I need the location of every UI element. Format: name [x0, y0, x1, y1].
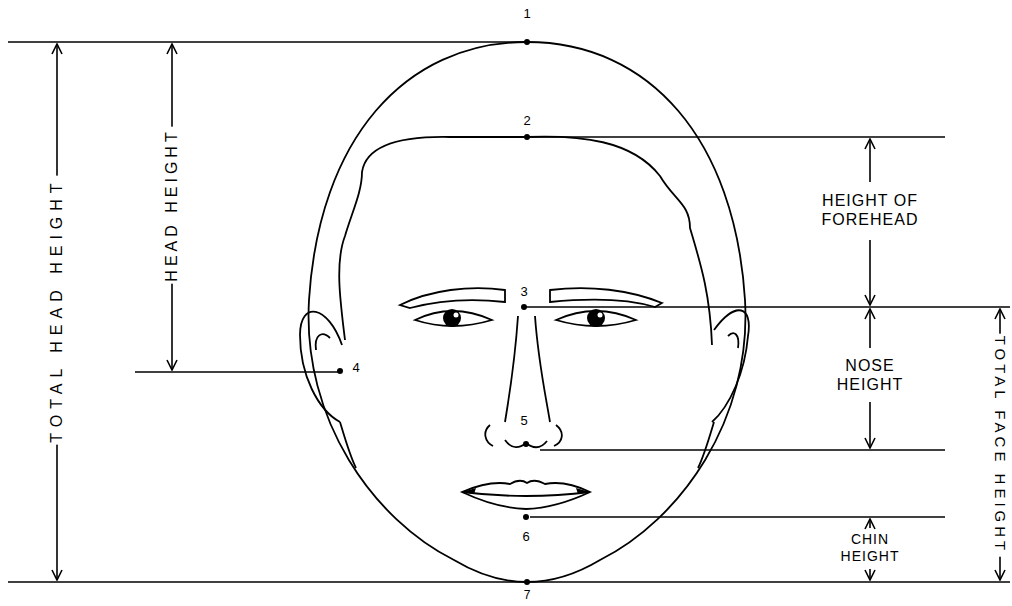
highlight — [598, 313, 603, 318]
left-eyebrow — [400, 288, 505, 308]
dimension-arrow — [869, 139, 871, 182]
measurement-lines — [8, 42, 1010, 582]
jaw-line — [340, 422, 356, 468]
reference-line — [524, 306, 1010, 308]
landmark-dot — [523, 441, 529, 447]
landmark-number: 4 — [350, 360, 361, 376]
mouth — [462, 481, 590, 509]
nose-line — [505, 316, 518, 422]
pupil — [443, 309, 461, 327]
landmark-number: 6 — [520, 529, 531, 545]
head-outline — [309, 42, 746, 582]
dimension-label: HEIGHT OF FOREHEAD — [808, 191, 932, 229]
dimension-arrow — [869, 240, 871, 305]
right-eyebrow — [550, 288, 662, 307]
landmark-number: 5 — [518, 413, 529, 429]
landmark-number: 1 — [521, 6, 532, 22]
landmark-dot — [337, 368, 343, 374]
dimension-label: TOTAL HEAD HEIGHT — [47, 175, 66, 444]
dimension-label: TOTAL FACE HEIGHT — [991, 334, 1009, 557]
dimension-label: HEAD HEIGHT — [162, 126, 181, 283]
mouth-corner — [462, 488, 590, 494]
landmark-number: 3 — [518, 284, 529, 300]
dimension-label: CHIN HEIGHT — [833, 531, 907, 565]
reference-line — [135, 371, 338, 373]
dimension-arrow — [869, 519, 871, 528]
dimension-arrow — [869, 309, 871, 348]
pupils — [443, 309, 605, 494]
landmark-dot — [521, 304, 527, 310]
pupil — [587, 309, 605, 327]
reference-line — [530, 516, 945, 518]
jaw-line — [698, 422, 714, 468]
right-ear — [712, 310, 749, 422]
nose-line — [535, 316, 550, 422]
hairline — [339, 137, 712, 345]
face-drawing — [300, 42, 749, 582]
landmark-dot — [524, 579, 530, 585]
reference-line — [8, 41, 527, 43]
landmark-dot — [523, 514, 529, 520]
dimension-arrow — [869, 402, 871, 448]
landmark-points — [337, 39, 530, 585]
left-ear — [300, 312, 342, 422]
reference-line — [540, 449, 945, 451]
landmark-number: 2 — [521, 113, 532, 129]
highlight — [454, 313, 459, 318]
lip-line — [462, 492, 590, 496]
landmark-dot — [524, 39, 530, 45]
landmark-number: 7 — [522, 588, 533, 602]
landmark-dot — [524, 134, 530, 140]
dimension-label: NOSE HEIGHT — [828, 356, 912, 394]
dimension-arrow — [869, 569, 871, 580]
reference-line — [527, 136, 945, 138]
